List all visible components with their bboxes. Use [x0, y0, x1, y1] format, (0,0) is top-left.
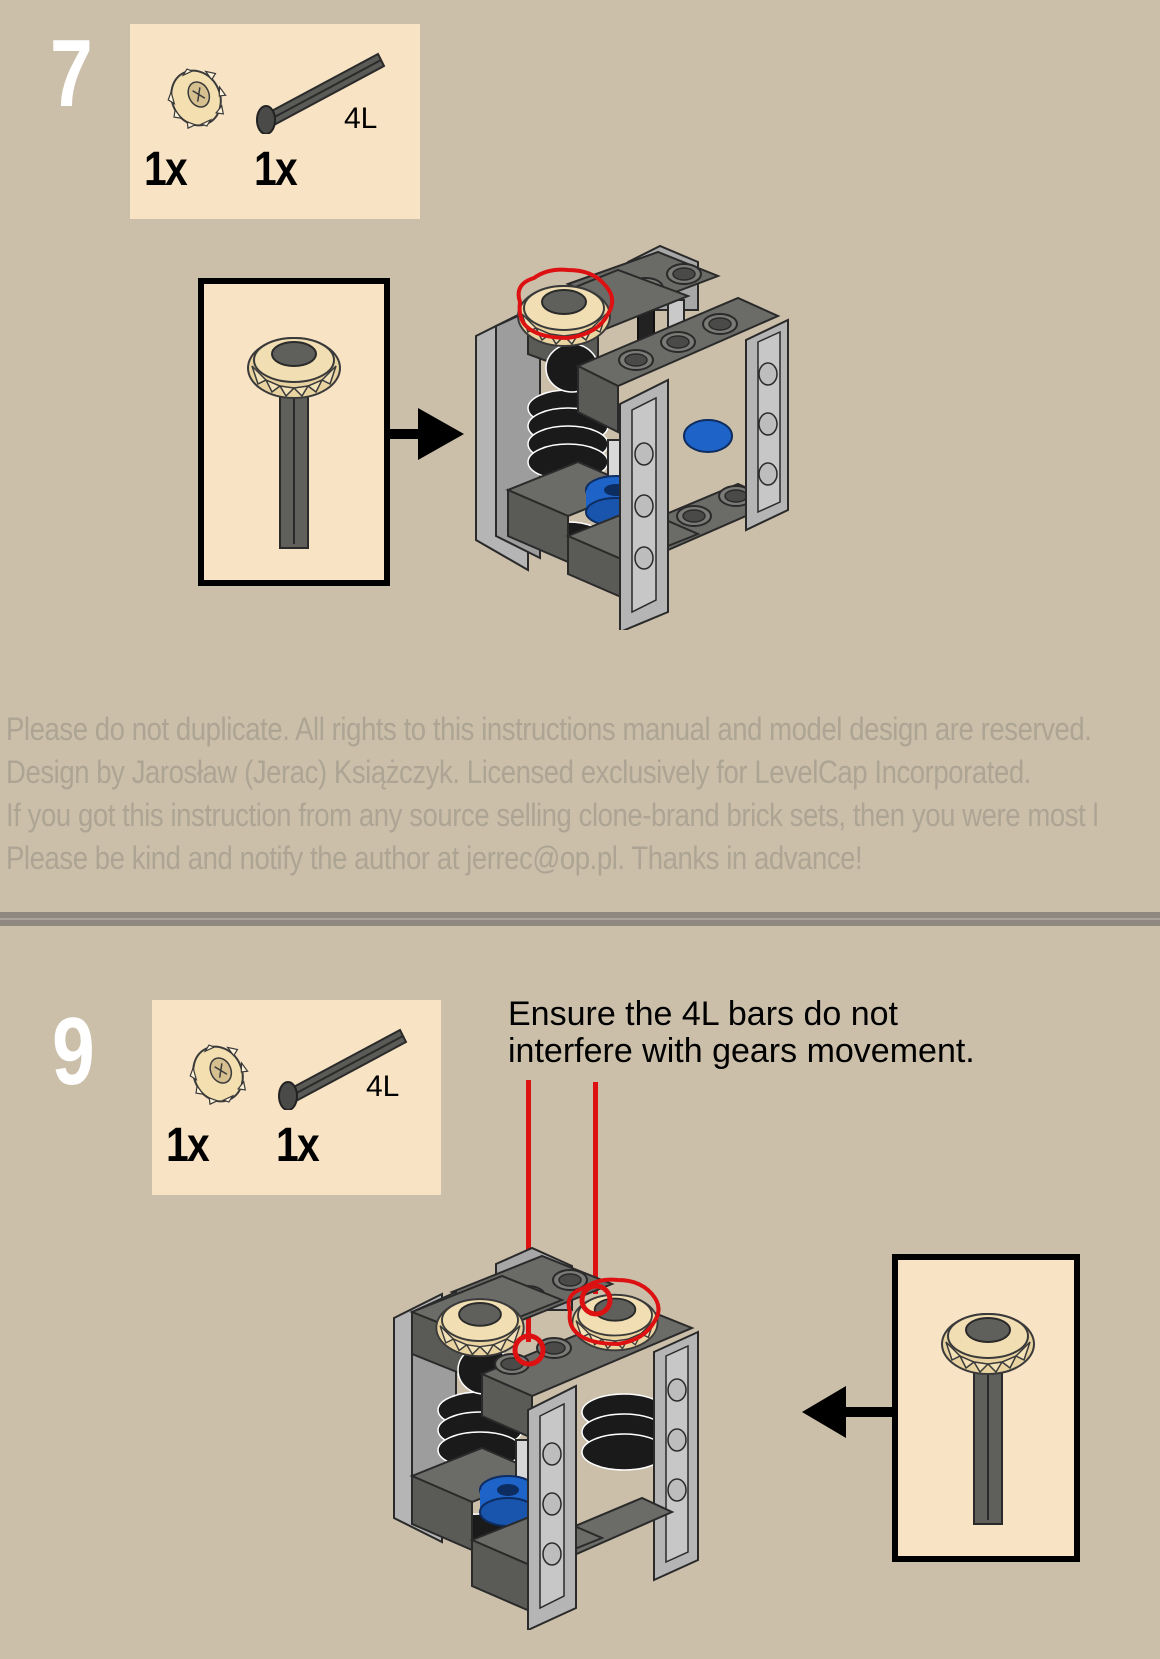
gearbox-assembly-illustration [475, 244, 789, 630]
callout-leader-line [593, 1082, 598, 1294]
axle-with-stop-icon [278, 1028, 408, 1110]
bevel-gear-icon [167, 68, 227, 130]
step-number: 7 [50, 20, 93, 127]
part-quantity: 1x [254, 143, 298, 196]
axle-with-stop-icon [256, 52, 386, 134]
assembly-note: Ensure the 4L bars do not interfere with… [508, 996, 975, 1070]
copyright-notice: Please do not duplicate. All rights to t… [6, 708, 1160, 880]
page-divider [0, 912, 1160, 926]
subassembly-callout [892, 1254, 1080, 1562]
step-number: 9 [52, 998, 95, 1105]
gearbox-assembly-illustration [393, 1246, 699, 1630]
notice-line: If you got this instruction from any sou… [6, 797, 1099, 833]
callout-leader-line [526, 1080, 531, 1342]
part-quantity: 1x [144, 143, 188, 196]
note-line: interfere with gears movement. [508, 1032, 975, 1070]
part-quantity: 1x [166, 1119, 210, 1172]
subassembly-callout [198, 278, 390, 586]
notice-line: Design by Jarosław (Jerac) Książczyk. Li… [6, 754, 1031, 790]
note-line: Ensure the 4L bars do not [508, 995, 899, 1033]
arrow-left-icon [802, 1386, 896, 1438]
part-quantity: 1x [276, 1119, 320, 1172]
gear-on-axle-icon [941, 1313, 1035, 1525]
parts-list: 4L 1x 1x [130, 24, 420, 219]
part-length-label: 4L [344, 102, 378, 135]
notice-line: Please do not duplicate. All rights to t… [6, 711, 1092, 747]
part-length-label: 4L [366, 1070, 400, 1103]
arrow-right-icon [388, 408, 464, 460]
bevel-gear-icon [189, 1044, 249, 1106]
gear-on-axle-icon [247, 337, 341, 549]
notice-line: Please be kind and notify the author at … [6, 840, 863, 876]
parts-list: 4L 1x 1x [152, 1000, 441, 1195]
